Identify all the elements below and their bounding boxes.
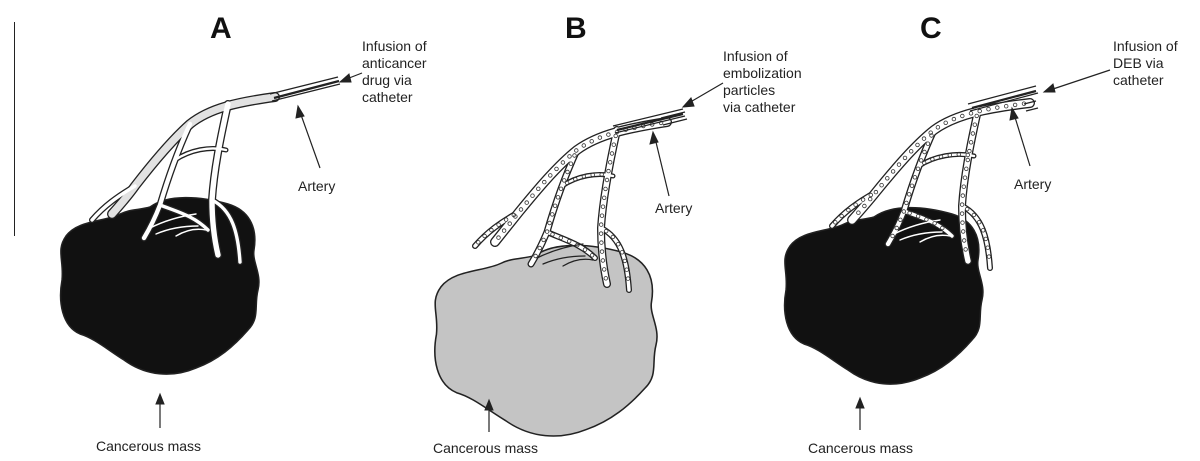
panel-a-illustration (0, 0, 400, 461)
artery-arrow (296, 106, 320, 168)
artery-label: Artery (1014, 176, 1051, 193)
infusion-arrow (1044, 70, 1110, 92)
cancerous-mass-label: Cancerous mass (808, 440, 913, 457)
infusion-arrow (340, 73, 362, 82)
panel-b: B Infusion of embolization particles via… (385, 0, 805, 461)
cancerous-mass (435, 245, 657, 436)
cancerous-mass-label: Cancerous mass (433, 440, 538, 457)
infusion-label: Infusion of DEB via catheter (1113, 38, 1200, 89)
artery-label: Artery (655, 200, 692, 217)
panel-a: A Infusion of anticancer drug via cathet… (0, 0, 400, 461)
artery-vessel (495, 122, 667, 242)
panel-c: C Infusion of DEB via catheter Artery Ca… (760, 0, 1200, 461)
artery-arrow (1010, 108, 1030, 166)
catheter (270, 77, 340, 101)
cancerous-mass-label: Cancerous mass (96, 438, 201, 455)
vessel-lumen (495, 122, 667, 242)
artery-vessel (112, 97, 275, 214)
artery-label: Artery (298, 178, 335, 195)
artery-vessel (852, 103, 1030, 220)
mass-arrow (156, 394, 164, 428)
mass-arrow (856, 398, 864, 430)
artery-arrow (650, 132, 669, 196)
vessel-lumen (112, 97, 275, 214)
panel-letter: A (210, 14, 232, 44)
panel-letter: B (565, 14, 587, 44)
infusion-arrow (683, 83, 723, 107)
panel-letter: C (920, 14, 942, 44)
